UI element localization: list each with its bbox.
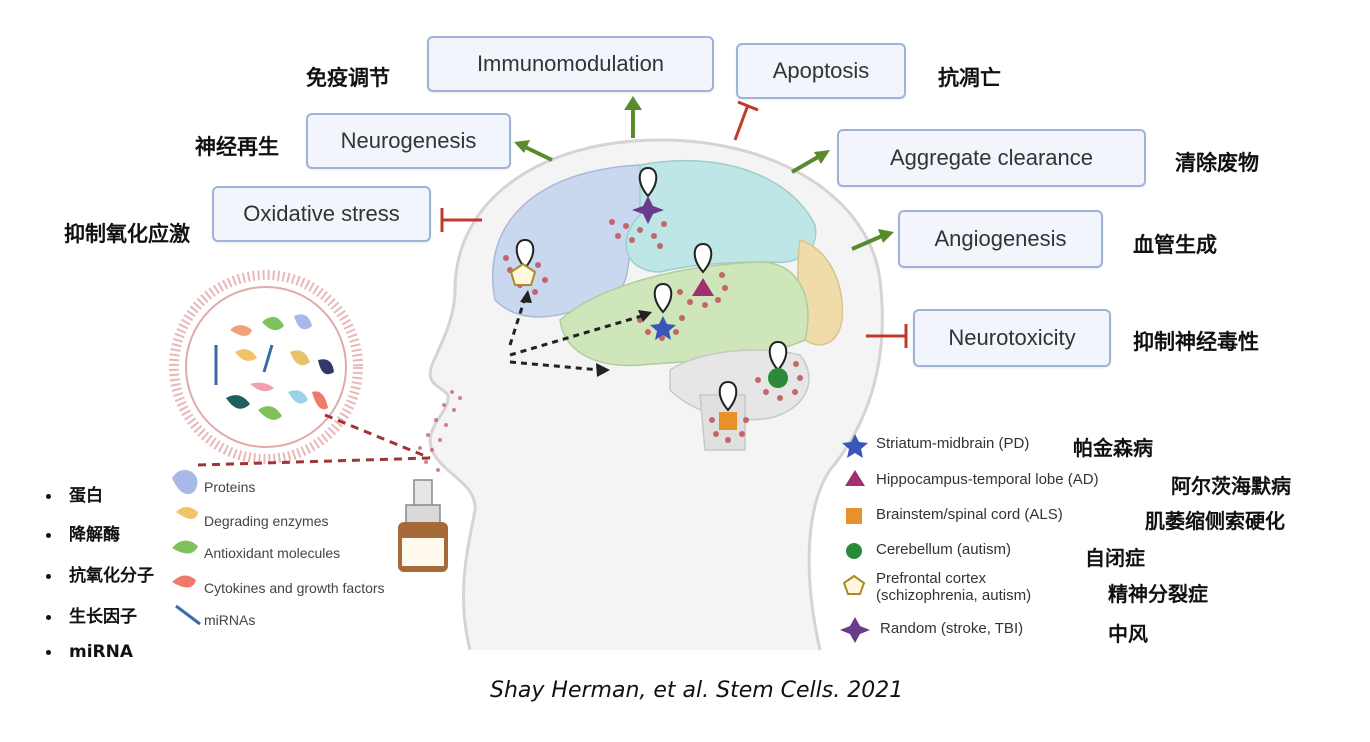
- legend-label-prefrontal-2: (schizophrenia, autism): [876, 587, 1032, 604]
- brainstem-square-icon: [719, 412, 737, 430]
- location-pins: [515, 166, 788, 412]
- inhibit-lines: [440, 100, 908, 348]
- apoptosis-cn-label: 抗凋亡: [938, 66, 1001, 90]
- cargo-antioxidants: Antioxidant molecules: [204, 545, 341, 561]
- angiogenesis-box: Angiogenesis: [898, 210, 1103, 268]
- bullet-proteins: 蛋白: [46, 481, 103, 506]
- parietal-lobe: [625, 159, 817, 273]
- neurogenesis-box: Neurogenesis: [306, 113, 511, 169]
- cerebellum-circle-icon: [768, 368, 788, 388]
- legend-cn-hippocampus: 阿尔茨海默病: [1171, 474, 1291, 498]
- cargo-enzymes: Degrading enzymes: [204, 513, 329, 529]
- apoptosis-box: Apoptosis: [736, 43, 906, 99]
- cargo-mirnas: miRNAs: [204, 612, 256, 628]
- bullet-mirna: miRNA: [46, 642, 133, 662]
- neurotoxicity-cn-label: 抑制神经毒性: [1133, 330, 1259, 354]
- oxidative-stress-box: Oxidative stress: [212, 186, 431, 242]
- legend-label-striatum: Striatum-midbrain (PD): [876, 435, 1030, 452]
- bullet-antioxidants: 抗氧化分子: [46, 561, 154, 586]
- legend-label-hippocampus: Hippocampus-temporal lobe (AD): [876, 471, 1099, 488]
- legend-cn-cerebellum: 自闭症: [1085, 546, 1145, 570]
- legend-label-cerebellum: Cerebellum (autism): [876, 541, 1012, 558]
- region-legend-icons: [840, 434, 870, 643]
- legend-cn-random: 中风: [1108, 622, 1148, 646]
- spray-mist: [418, 390, 462, 472]
- cargo-cytokines: Cytokines and growth factors: [204, 580, 385, 596]
- cargo-proteins: Proteins: [204, 479, 256, 495]
- striatum-star-icon: [650, 316, 676, 340]
- hippocampus-triangle-icon: [692, 278, 714, 296]
- aggregate-clearance-box: Aggregate clearance: [837, 129, 1146, 187]
- legend-cn-prefrontal: 精神分裂症: [1108, 582, 1208, 606]
- legend-label-random: Random (stroke, TBI): [880, 620, 1024, 637]
- neurogenesis-cn-label: 神经再生: [195, 135, 279, 159]
- oxidative-stress-cn-label: 抑制氧化应激: [64, 222, 190, 246]
- angiogenesis-cn-label: 血管生成: [1133, 233, 1217, 257]
- dot-clusters: [503, 219, 803, 443]
- legend-cn-brainstem: 肌萎缩侧索硬化: [1145, 509, 1285, 533]
- bullet-enzymes: 降解酶: [46, 520, 120, 545]
- bullet-growth-factors: 生长因子: [46, 602, 137, 627]
- temporal-lobe: [559, 261, 809, 367]
- exosome-vesicle: [169, 270, 363, 464]
- legend-label-prefrontal: Prefrontal cortex: [876, 570, 987, 587]
- random-stroke-star-icon: [632, 196, 664, 224]
- delivery-arrows: [508, 297, 646, 372]
- cargo-legend-icons: [172, 470, 201, 626]
- prefrontal-pentagon-icon: [509, 262, 537, 286]
- neurotoxicity-box: Neurotoxicity: [913, 309, 1111, 367]
- legend-label-brainstem: Brainstem/spinal cord (ALS): [876, 506, 1063, 523]
- immunomodulation-cn-label: 免疫调节: [306, 66, 390, 90]
- green-arrows: [524, 108, 883, 251]
- legend-cn-striatum: 帕金森病: [1073, 436, 1153, 460]
- nasal-spray-bottle: [398, 479, 448, 572]
- immunomodulation-box: Immunomodulation: [427, 36, 714, 92]
- citation: Shay Herman, et al. Stem Cells. 2021: [490, 678, 904, 703]
- aggregate-clearance-cn-label: 清除废物: [1175, 151, 1259, 175]
